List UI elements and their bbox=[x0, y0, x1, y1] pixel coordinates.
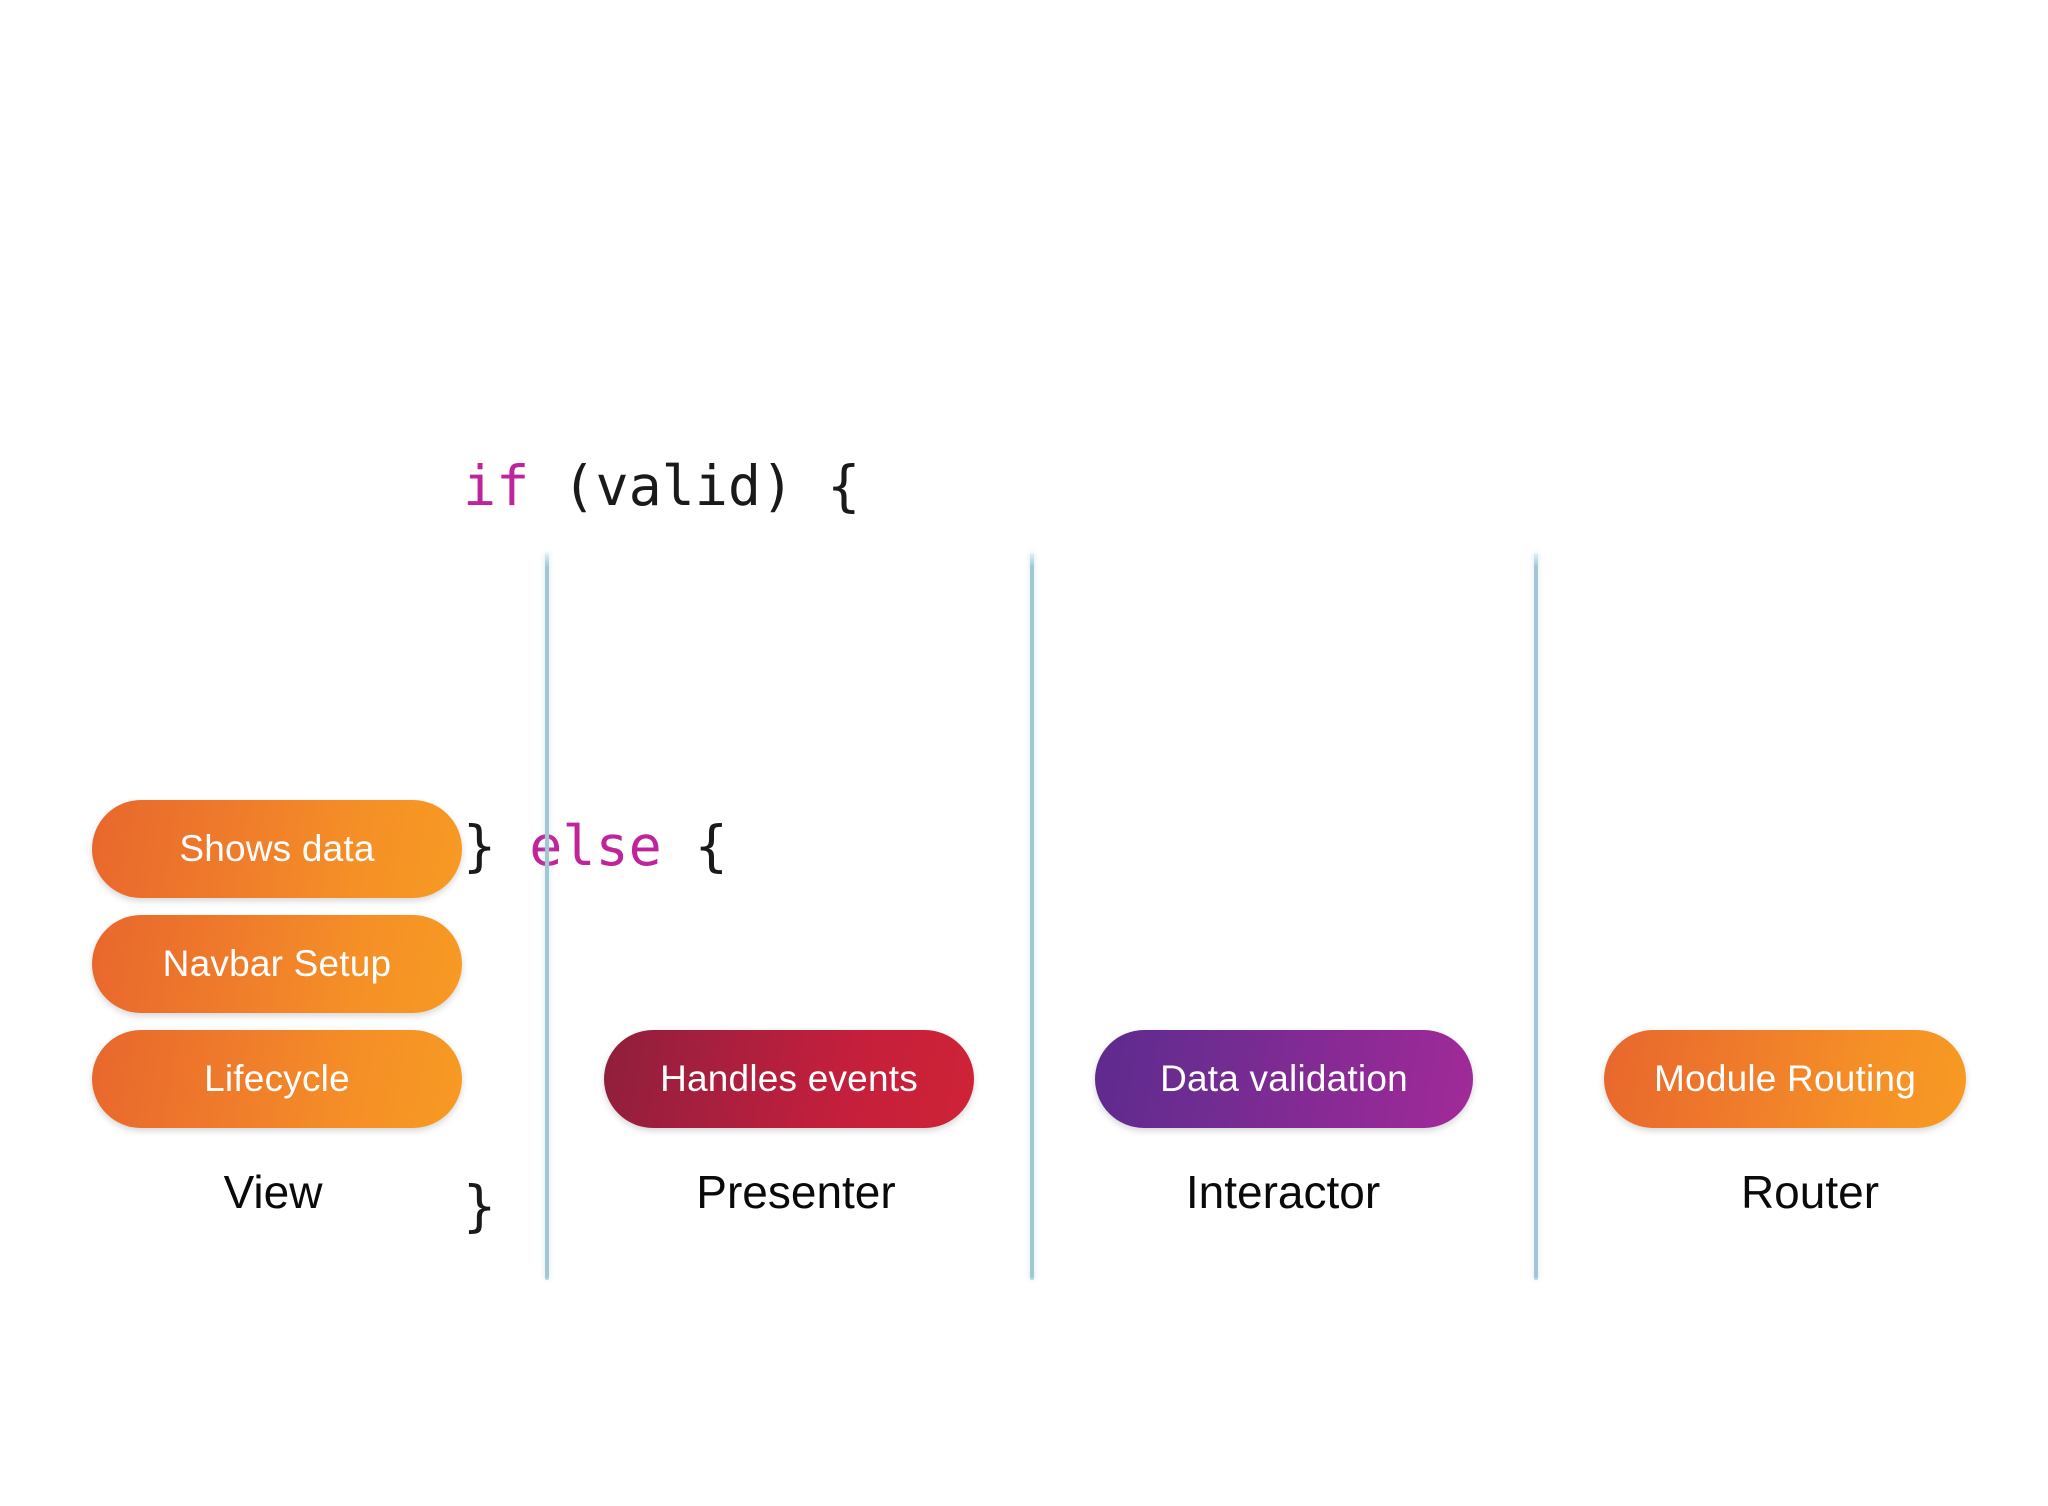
code-text-1: (valid) { bbox=[529, 454, 861, 518]
code-text-3-prefix: } bbox=[463, 1174, 497, 1238]
pill-lifecycle[interactable]: Lifecycle bbox=[92, 1030, 462, 1128]
pill-label: Navbar Setup bbox=[162, 943, 392, 984]
column-caption-router: Router bbox=[1740, 1166, 1880, 1218]
code-line-3: } bbox=[463, 1146, 860, 1266]
column-divider-1 bbox=[545, 553, 549, 1280]
pill-navbar-setup[interactable]: Navbar Setup bbox=[92, 915, 462, 1013]
column-divider-2 bbox=[1030, 553, 1034, 1280]
code-text-2-prefix: } bbox=[463, 814, 530, 878]
pill-label: Data validation bbox=[1160, 1058, 1408, 1099]
pill-label: Shows data bbox=[179, 828, 375, 869]
pill-label: Module Routing bbox=[1654, 1058, 1916, 1099]
code-snippet: if (valid) { } else { } bbox=[463, 186, 860, 1506]
column-divider-3 bbox=[1534, 553, 1538, 1280]
code-line-2: } else { bbox=[463, 786, 860, 906]
code-line-1: if (valid) { bbox=[463, 426, 860, 546]
column-caption-presenter: Presenter bbox=[696, 1166, 896, 1218]
pill-module-routing[interactable]: Module Routing bbox=[1604, 1030, 1966, 1128]
code-keyword-if: if bbox=[463, 454, 530, 518]
pill-data-validation[interactable]: Data validation bbox=[1095, 1030, 1473, 1128]
column-caption-interactor: Interactor bbox=[1185, 1166, 1381, 1218]
slide-canvas: if (valid) { } else { } Shows data Navba… bbox=[92, 454, 1966, 1280]
pill-label: Lifecycle bbox=[204, 1058, 350, 1099]
pill-shows-data[interactable]: Shows data bbox=[92, 800, 462, 898]
code-keyword-else: else bbox=[529, 814, 662, 878]
code-text-2: { bbox=[661, 814, 728, 878]
column-caption-view: View bbox=[223, 1166, 323, 1218]
pill-label: Handles events bbox=[660, 1058, 918, 1099]
pill-handles-events[interactable]: Handles events bbox=[604, 1030, 974, 1128]
